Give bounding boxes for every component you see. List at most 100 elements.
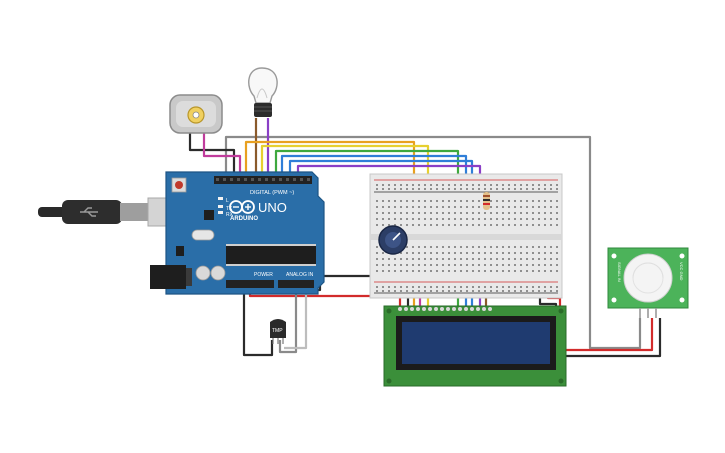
pir-motion-sensor[interactable]: SIGNAL IN VCC GND: [607, 247, 689, 318]
breadboard-hole: [556, 286, 558, 288]
breadboard-hole: [418, 206, 420, 208]
breadboard-hole: [556, 290, 558, 292]
breadboard-hole: [430, 252, 432, 254]
breadboard-hole: [496, 212, 498, 214]
breadboard-hole: [406, 212, 408, 214]
breadboard-hole: [466, 200, 468, 202]
breadboard-hole: [448, 270, 450, 272]
breadboard-hole: [436, 258, 438, 260]
breadboard-hole: [394, 188, 396, 190]
digital-label: DIGITAL (PWM ~): [250, 190, 294, 196]
breadboard-hole: [544, 200, 546, 202]
breadboard-hole: [490, 200, 492, 202]
breadboard-hole: [502, 264, 504, 266]
power-header: [226, 280, 274, 288]
breadboard-hole: [550, 258, 552, 260]
pir-dome: [623, 253, 673, 303]
breadboard-hole: [448, 252, 450, 254]
breadboard-hole: [490, 206, 492, 208]
breadboard-hole: [436, 188, 438, 190]
breadboard-hole: [502, 286, 504, 288]
breadboard-hole: [496, 290, 498, 292]
breadboard-hole: [460, 184, 462, 186]
breadboard-hole: [520, 258, 522, 260]
breadboard-hole: [448, 246, 450, 248]
breadboard-hole: [388, 286, 390, 288]
breadboard-hole: [538, 218, 540, 220]
breadboard-hole: [424, 252, 426, 254]
digital-pins: [216, 178, 310, 181]
breadboard-hole: [388, 184, 390, 186]
breadboard-hole: [514, 200, 516, 202]
breadboard-hole: [478, 264, 480, 266]
breadboard-hole: [490, 286, 492, 288]
resistor: [483, 192, 490, 210]
breadboard-hole: [550, 290, 552, 292]
breadboard-hole: [418, 224, 420, 226]
temperature-sensor[interactable]: TMP: [270, 319, 286, 344]
breadboard-hole: [508, 200, 510, 202]
usb-symbol-icon: [80, 207, 98, 217]
breadboard-hole: [532, 188, 534, 190]
power-label: POWER: [254, 272, 273, 278]
dc-motor[interactable]: [169, 94, 223, 134]
breadboard-hole: [436, 252, 438, 254]
breadboard-hole: [430, 258, 432, 260]
breadboard-hole: [412, 184, 414, 186]
breadboard-hole: [388, 206, 390, 208]
breadboard-hole: [442, 206, 444, 208]
lcd-pin: [416, 307, 420, 311]
potentiometer[interactable]: [378, 225, 408, 255]
breadboard-hole: [448, 224, 450, 226]
breadboard-hole: [430, 224, 432, 226]
breadboard-hole: [418, 218, 420, 220]
breadboard-hole: [490, 252, 492, 254]
breadboard-hole: [382, 258, 384, 260]
lcd-pin: [470, 307, 474, 311]
breadboard-hole: [484, 188, 486, 190]
breadboard-hole: [388, 258, 390, 260]
breadboard-hole: [478, 184, 480, 186]
lcd-16x2[interactable]: [383, 305, 567, 387]
breadboard-hole: [466, 206, 468, 208]
breadboard-hole: [418, 212, 420, 214]
breadboard-hole: [472, 206, 474, 208]
breadboard-hole: [484, 264, 486, 266]
lcd-pin: [452, 307, 456, 311]
breadboard-hole: [424, 218, 426, 220]
breadboard-hole: [526, 188, 528, 190]
breadboard-hole: [412, 270, 414, 272]
breadboard-hole: [538, 290, 540, 292]
lcd-pins: [398, 307, 492, 311]
breadboard-hole: [472, 252, 474, 254]
breadboard-hole: [400, 200, 402, 202]
breadboard-hole: [544, 286, 546, 288]
breadboard-hole: [508, 188, 510, 190]
breadboard-hole: [394, 218, 396, 220]
breadboard-hole: [394, 258, 396, 260]
breadboard-hole: [484, 290, 486, 292]
breadboard-hole: [496, 286, 498, 288]
light-bulb[interactable]: [248, 67, 278, 117]
breadboard-hole: [460, 188, 462, 190]
rx-led-label: RX: [226, 212, 234, 218]
breadboard-hole: [436, 200, 438, 202]
breadboard-hole: [418, 252, 420, 254]
breadboard-hole: [550, 224, 552, 226]
arduino-uno-board[interactable]: DIGITAL (PWM ~) ARDUINO UNO L TX RX: [150, 171, 325, 295]
breadboard-hole: [400, 206, 402, 208]
breadboard-hole: [496, 270, 498, 272]
breadboard-hole: [376, 264, 378, 266]
breadboard-hole: [466, 246, 468, 248]
breadboard-hole: [508, 218, 510, 220]
breadboard-hole: [430, 184, 432, 186]
breadboard[interactable]: [369, 173, 563, 299]
breadboard-hole: [520, 218, 522, 220]
breadboard-hole: [538, 206, 540, 208]
breadboard-hole: [460, 290, 462, 292]
breadboard-hole: [448, 200, 450, 202]
breadboard-hole: [436, 246, 438, 248]
breadboard-hole: [544, 264, 546, 266]
breadboard-hole: [382, 184, 384, 186]
breadboard-hole: [556, 224, 558, 226]
